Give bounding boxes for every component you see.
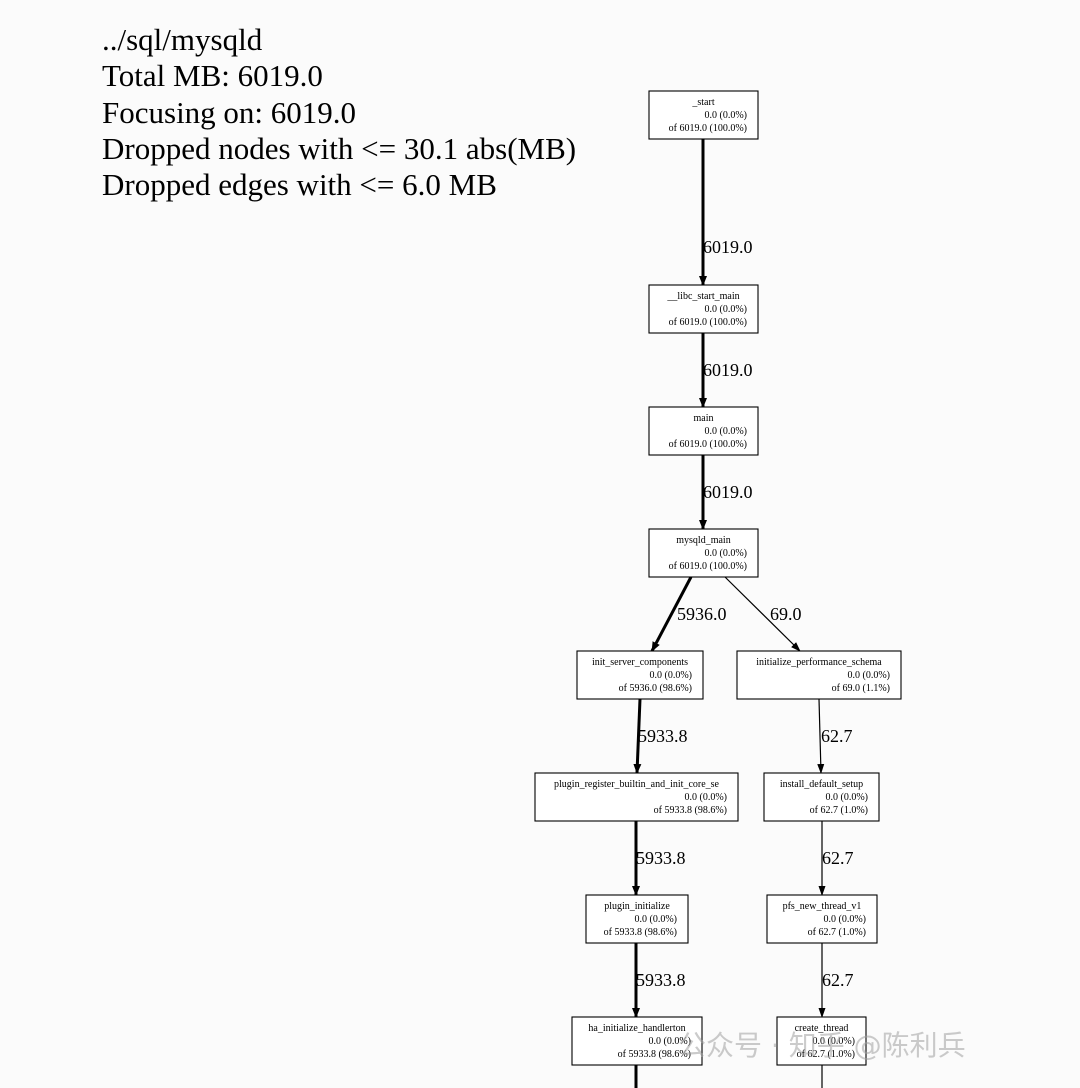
node-flat: 0.0 (0.0%) [649,1036,692,1047]
dropped-edges-note: Dropped edges with <= 6.0 MB [102,167,497,203]
edges-layer: 6019.0 6019.0 6019.0 5936.0 69.0 5933.8 62.7 59… [632,139,854,1088]
node-flat: 0.0 (0.0%) [650,670,693,681]
node-flat: 0.0 (0.0%) [705,426,748,437]
edge-label: 6019.0 [703,237,753,257]
edge-pnt-to-ct: 62.7 [818,943,854,1018]
edge-pi-to-hih: 5933.8 [632,943,686,1018]
edge-mysqld_main-to-isc: 5936.0 [650,576,727,652]
edge-line [633,698,642,774]
node-box [736,650,902,700]
edge-label: 62.7 [822,970,854,990]
edge-label: 5936.0 [677,604,727,624]
node-main: main 0.0 (0.0%) of 6019.0 (100.0%) [648,406,759,456]
node-isc: init_server_components 0.0 (0.0%) of 5936.… [576,650,704,700]
node-box [648,90,759,140]
node-name: pfs_new_thread_v1 [783,901,862,912]
graph-header: ../sql/mysqld Total MB: 6019.0 Focusing … [102,22,576,203]
node-ids: install_default_setup 0.0 (0.0%) of 62.7 (… [763,772,880,822]
edge-line [724,576,801,652]
node-box [576,650,704,700]
node-box [571,1016,703,1066]
node-flat: 0.0 (0.0%) [826,792,869,803]
node-cum: of 5936.0 (98.6%) [619,683,692,694]
node-box [766,894,878,944]
node-box [648,528,759,578]
node-cum: of 69.0 (1.1%) [832,683,890,694]
node-mysqld_main: mysqld_main 0.0 (0.0%) of 6019.0 (100.0%) [648,528,759,578]
node-cum: of 5933.8 (98.6%) [618,1049,691,1060]
node-flat: 0.0 (0.0%) [635,914,678,925]
edge-line [650,576,693,652]
node-name: install_default_setup [780,779,863,790]
edge-isc-to-prb: 5933.8 [633,698,688,774]
node-cum: of 6019.0 (100.0%) [669,439,747,450]
node-box [534,772,739,822]
edge-label: 5933.8 [636,970,686,990]
edge-ips-to-ids: 62.7 [817,698,853,774]
node-name: main [694,413,714,424]
node-name: plugin_register_builtin_and_init_core_se [554,779,720,790]
node-start: _start 0.0 (0.0%) of 6019.0 (100.0%) [648,90,759,140]
node-cum: of 62.7 (1.0%) [810,805,868,816]
edge-label: 62.7 [821,726,853,746]
node-box [763,772,880,822]
edge-label: 6019.0 [703,360,753,380]
edge-start-to-libc: 6019.0 [699,139,753,286]
total-mb: Total MB: 6019.0 [102,58,323,94]
node-flat: 0.0 (0.0%) [685,792,728,803]
node-prb: plugin_register_builtin_and_init_core_se… [534,772,739,822]
edge-libc-to-main: 6019.0 [699,333,753,408]
node-name: mysqld_main [676,535,730,546]
node-cum: of 62.7 (1.0%) [797,1049,855,1060]
node-flat: 0.0 (0.0%) [705,110,748,121]
edge-label: 6019.0 [703,482,753,502]
node-ct: create_thread 0.0 (0.0%) of 62.7 (1.0%) [776,1016,867,1066]
node-cum: of 62.7 (1.0%) [808,927,866,938]
node-name: _start [691,97,714,108]
node-hih: ha_initialize_handlerton 0.0 (0.0%) of 593… [571,1016,703,1066]
node-cum: of 6019.0 (100.0%) [669,123,747,134]
edge-label: 5933.8 [636,848,686,868]
node-cum: of 5933.8 (98.6%) [654,805,727,816]
node-flat: 0.0 (0.0%) [813,1036,856,1047]
edge-label: 5933.8 [638,726,688,746]
edge-label: 69.0 [770,604,802,624]
dropped-nodes-note: Dropped nodes with <= 30.1 abs(MB) [102,130,577,166]
node-name: plugin_initialize [604,901,670,912]
node-cum: of 6019.0 (100.0%) [669,317,747,328]
edge-label: 62.7 [822,848,854,868]
focusing-on: Focusing on: 6019.0 [102,94,357,130]
watermark: 公众号 · 知乎 @陈利兵 [678,1029,966,1062]
node-name: create_thread [795,1023,849,1034]
node-libc: __libc_start_main 0.0 (0.0%) of 6019.0 (10… [648,284,759,334]
node-ips: initialize_performance_schema 0.0 (0.0%) o… [736,650,902,700]
node-flat: 0.0 (0.0%) [824,914,867,925]
node-cum: of 5933.8 (98.6%) [604,927,677,938]
edge-mysqld_main-to-ips: 69.0 [724,576,802,652]
edge-line [817,698,825,774]
edge-main-to-mysqld_main: 6019.0 [699,455,753,530]
node-flat: 0.0 (0.0%) [848,670,891,681]
edge-prb-to-pi: 5933.8 [632,821,686,896]
node-box [648,406,759,456]
edge-ids-to-pnt: 62.7 [818,821,854,896]
node-flat: 0.0 (0.0%) [705,548,748,559]
node-pnt: pfs_new_thread_v1 0.0 (0.0%) of 62.7 (1.0%… [766,894,878,944]
node-pi: plugin_initialize 0.0 (0.0%) of 5933.8 (98… [585,894,689,944]
node-name: initialize_performance_schema [756,657,882,668]
node-cum: of 6019.0 (100.0%) [669,561,747,572]
program-path: ../sql/mysqld [102,22,263,57]
node-name: init_server_components [592,657,688,668]
node-name: ha_initialize_handlerton [588,1023,685,1034]
node-box [648,284,759,334]
node-flat: 0.0 (0.0%) [705,304,748,315]
node-name: __libc_start_main [666,291,739,302]
node-box [776,1016,867,1066]
node-box [585,894,689,944]
